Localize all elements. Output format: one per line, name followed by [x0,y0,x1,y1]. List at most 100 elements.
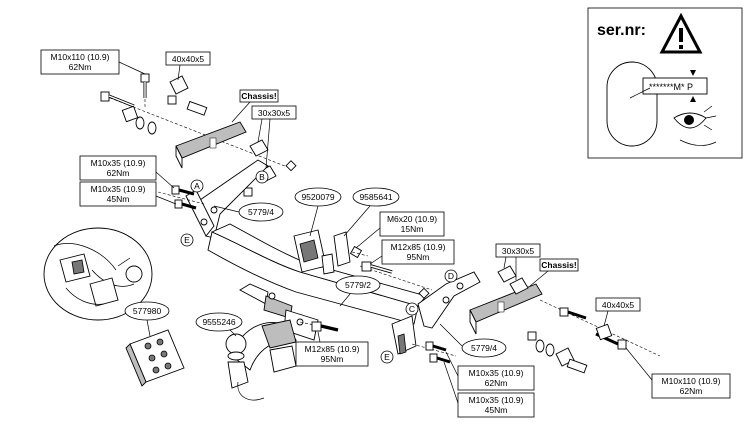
m12-upper-size: M12x85 (10.9) [391,242,446,252]
left-40x40-text: 40x40x5 [172,54,204,64]
right-short-bolt-b [429,353,451,364]
left-short-bolt-a [171,185,195,196]
ball-end-icon [606,61,658,147]
left-bolt-b-size: M10x35 (10.9) [91,184,146,194]
right-30x30-text: 30x30x5 [502,246,534,256]
top-left-bolt-size: M10x110 (10.9) [51,52,110,62]
label-left-bracket-part: 5779/4 [213,202,284,222]
left-long-bolt [100,91,135,108]
left-bolt-a-torque: 62Nm [107,168,130,178]
callout-e2-letter: E [384,352,390,362]
left-side-arm [185,159,269,239]
eye-icon [673,105,717,146]
label-right-bolt-a: M10x35 (10.9) 62Nm [445,351,535,391]
serial-plate-code: *******M* P [649,82,693,92]
left-40x40-plate [169,75,189,95]
left-bolt-a-size: M10x35 (10.9) [91,158,146,168]
wiring-connector [125,329,185,387]
callout-d: D [444,269,458,283]
detail-inset-circle [43,227,153,321]
right-bolt-b-torque: 45Nm [485,405,508,415]
socket-bracket [333,231,351,267]
callout-a: A [190,179,204,193]
right-40x40-text: 40x40x5 [602,300,634,310]
callout-d-letter: D [448,271,454,281]
right-side-bolts [411,287,457,364]
label-right-chassis: Chassis! [529,258,579,287]
callout-c-letter: C [409,304,415,314]
callout-c: C [405,302,419,316]
towball-assembly [225,319,297,401]
m6-bolt-torque: 15Nm [401,224,424,234]
label-wiring-part: 577980 [124,301,170,337]
serial-label: ser.nr: [597,22,646,39]
label-left-40x40: 40x40x5 [165,51,211,81]
m12-lower-torque: 95Nm [321,354,344,364]
right-short-bolt-a [425,341,447,352]
crossbar-part-number: 5779/2 [345,280,371,290]
right-30x30-plates [497,265,529,295]
label-left-30x30: 30x30x5 [251,105,297,169]
label-right-bracket-part: 5779/4 [439,323,507,358]
detail-inset [43,227,153,321]
right-square-washer [595,323,613,341]
serial-warning-panel: ser.nr: *******M* P [587,7,743,159]
callout-e1-letter: E [184,235,190,245]
left-short-bolt-b [174,199,197,210]
serial-plate: *******M* P [629,70,708,102]
left-bolt-b-torque: 45Nm [107,194,130,204]
socket-pins [144,338,172,374]
left-chassis-bracket [175,121,247,169]
left-upper-axis-line [104,95,291,169]
m12-lower-size: M12x85 (10.9) [305,344,360,354]
left-30x30-text: 30x30x5 [258,108,290,118]
left-washer-2 [147,121,157,135]
right-bolt-b-size: M10x35 (10.9) [469,395,524,405]
label-ball-part: 9555246 [195,312,243,337]
m12-lower-bolt [299,321,339,332]
left-washer-1 [135,116,145,130]
callout-e1: E [180,233,194,247]
callout-a-letter: A [194,181,200,191]
right-side-arm [391,271,481,355]
label-m12-lower: M12x85 (10.9) 95Nm [295,331,369,367]
left-mount-hardware [100,73,297,197]
label-left-chassis: Chassis! [231,89,279,123]
right-chassis-bracket [469,283,543,335]
warning-triangle-icon [659,12,703,54]
bottom-right-bolt-size: M10x110 (10.9) [662,376,721,386]
left-square-washer [121,105,139,123]
socket-plate-part-number: 9520079 [301,192,334,202]
label-m12-upper: M12x85 (10.9) 95Nm [369,239,455,265]
towball [225,333,247,355]
right-chassis-text: Chassis! [541,260,577,270]
bottom-right-bolt-torque: 62Nm [680,386,703,396]
right-bolt-a-torque: 62Nm [485,378,508,388]
label-crossbar-part: 5779/2 [335,275,381,307]
left-chassis-text: Chassis! [241,91,277,101]
ball-part-number: 9555246 [202,317,235,327]
m6-bolt-size: M6x20 (10.9) [387,214,437,224]
label-left-bolt-a: M10x35 (10.9) 62Nm [79,155,175,189]
callout-e2: E [380,350,394,364]
right-bolt-a-size: M10x35 (10.9) [469,368,524,378]
m12-upper-torque: 95Nm [407,252,430,262]
right-upper-bolt [559,307,587,320]
label-right-40x40: 40x40x5 [595,297,641,327]
label-top-left-bolt: M10x110 (10.9) 62Nm [40,49,146,75]
callout-b: B [255,170,269,184]
label-right-bolt-b: M10x35 (10.9) 45Nm [443,361,535,418]
right-bracket-part-number: 5779/4 [471,343,497,353]
label-m6-bolt: M6x20 (10.9) 15Nm [355,211,445,249]
label-right-30x30: 30x30x5 [495,243,541,280]
left-upper-bolt [140,73,150,98]
callout-b-letter: B [259,172,265,182]
m12-upper-bolt [359,261,433,291]
label-left-bolt-b: M10x35 (10.9) 45Nm [79,181,177,207]
bolt-kit-part-number: 9585641 [359,192,392,202]
label-bolt-kit-part: 9585641 [343,187,400,237]
left-bracket-part-number: 5779/4 [248,207,274,217]
socket-plate-assembly [293,229,369,275]
left-side-bolts [157,185,205,210]
detail-ball [125,265,143,283]
